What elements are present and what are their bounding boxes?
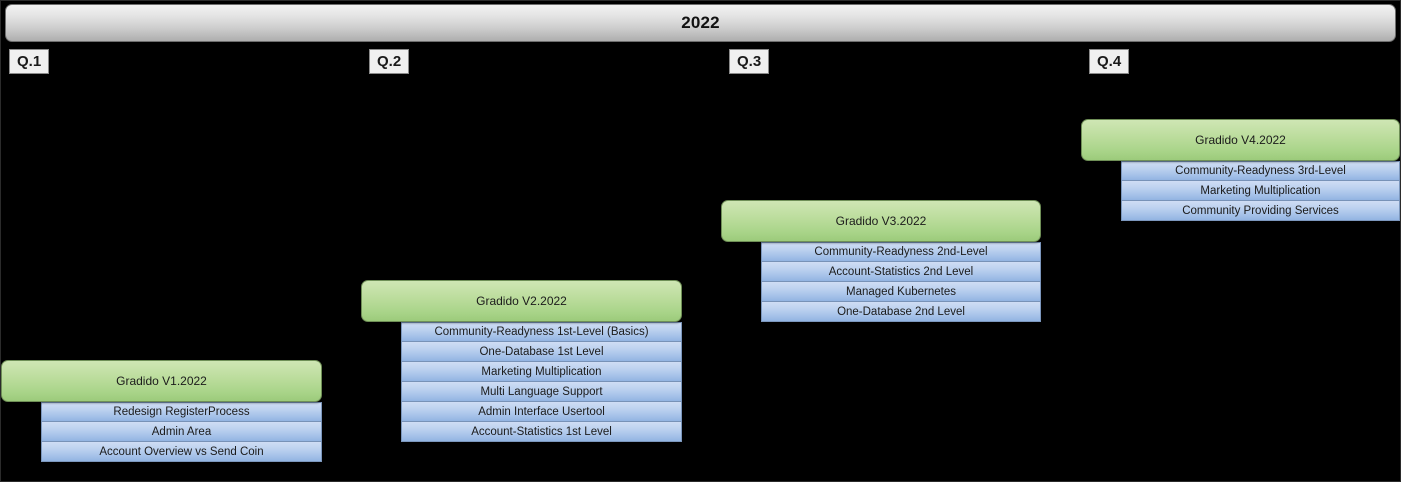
release-items-v1: Redesign RegisterProcess Admin Area Acco… [41, 402, 322, 462]
release-item-label: Community-Readyness 1st-Level (Basics) [434, 326, 649, 338]
release-title-v2: Gradido V2.2022 [476, 294, 567, 308]
release-title-v4: Gradido V4.2022 [1195, 133, 1286, 147]
release-item-label: Admin Interface Usertool [478, 405, 605, 418]
release-item-label: Community-Readyness 2nd-Level [814, 246, 988, 258]
quarter-marker-q3-label: Q.3 [737, 53, 762, 70]
release-items-v4: Community-Readyness 3rd-Level Marketing … [1121, 161, 1400, 221]
release-item-label: Marketing Multiplication [1200, 184, 1321, 197]
release-item[interactable]: Admin Area [41, 422, 322, 442]
release-group-v4: Gradido V4.2022 Community-Readyness 3rd-… [1081, 119, 1400, 221]
release-group-v3: Gradido V3.2022 Community-Readyness 2nd-… [721, 200, 1041, 322]
release-item-label: Multi Language Support [480, 385, 603, 398]
release-header-v3[interactable]: Gradido V3.2022 [721, 200, 1041, 242]
release-item-label: Managed Kubernetes [846, 285, 956, 298]
quarter-marker-q4: Q.4 [1089, 49, 1130, 74]
release-item[interactable]: One-Database 2nd Level [761, 302, 1041, 322]
quarter-marker-q4-label: Q.4 [1097, 53, 1122, 70]
release-item[interactable]: Community Providing Services [1121, 201, 1400, 221]
release-items-v3: Community-Readyness 2nd-Level Account-St… [761, 242, 1041, 322]
release-item[interactable]: Account Overview vs Send Coin [41, 442, 322, 462]
year-label: 2022 [681, 13, 720, 32]
release-item[interactable]: Managed Kubernetes [761, 282, 1041, 302]
release-item-label: Account-Statistics 1st Level [471, 425, 612, 438]
release-item-label: Account Overview vs Send Coin [99, 445, 264, 458]
release-item-label: Admin Area [151, 425, 212, 438]
release-item[interactable]: Account-Statistics 1st Level [401, 422, 682, 442]
release-item[interactable]: Community-Readyness 1st-Level (Basics) [401, 322, 682, 342]
quarter-marker-q2: Q.2 [369, 49, 410, 74]
release-group-v1: Gradido V1.2022 Redesign RegisterProcess… [1, 360, 322, 462]
release-item[interactable]: One-Database 1st Level [401, 342, 682, 362]
release-item-label: Redesign RegisterProcess [113, 406, 250, 418]
quarter-marker-q3: Q.3 [729, 49, 770, 74]
release-item[interactable]: Multi Language Support [401, 382, 682, 402]
release-item-label: Marketing Multiplication [481, 365, 602, 378]
quarter-marker-q1-label: Q.1 [17, 53, 42, 70]
release-item[interactable]: Community-Readyness 3rd-Level [1121, 161, 1400, 181]
quarter-marker-q2-label: Q.2 [377, 53, 402, 70]
release-item[interactable]: Marketing Multiplication [1121, 181, 1400, 201]
release-group-v2: Gradido V2.2022 Community-Readyness 1st-… [361, 280, 682, 442]
release-item-label: Community Providing Services [1182, 204, 1339, 217]
release-item[interactable]: Account-Statistics 2nd Level [761, 262, 1041, 282]
release-title-v1: Gradido V1.2022 [116, 374, 207, 388]
release-item-label: Community-Readyness 3rd-Level [1175, 165, 1346, 177]
release-item[interactable]: Redesign RegisterProcess [41, 402, 322, 422]
release-item-label: One-Database 2nd Level [837, 305, 965, 318]
release-header-v1[interactable]: Gradido V1.2022 [1, 360, 322, 402]
release-item-label: One-Database 1st Level [479, 345, 604, 358]
release-item[interactable]: Admin Interface Usertool [401, 402, 682, 422]
release-item-label: Account-Statistics 2nd Level [828, 265, 974, 278]
release-header-v4[interactable]: Gradido V4.2022 [1081, 119, 1400, 161]
release-title-v3: Gradido V3.2022 [835, 214, 927, 228]
quarter-marker-q1: Q.1 [9, 49, 50, 74]
release-item[interactable]: Marketing Multiplication [401, 362, 682, 382]
release-item[interactable]: Community-Readyness 2nd-Level [761, 242, 1041, 262]
release-header-v2[interactable]: Gradido V2.2022 [361, 280, 682, 322]
release-items-v2: Community-Readyness 1st-Level (Basics) O… [401, 322, 682, 442]
year-header-bar: 2022 [5, 4, 1396, 42]
